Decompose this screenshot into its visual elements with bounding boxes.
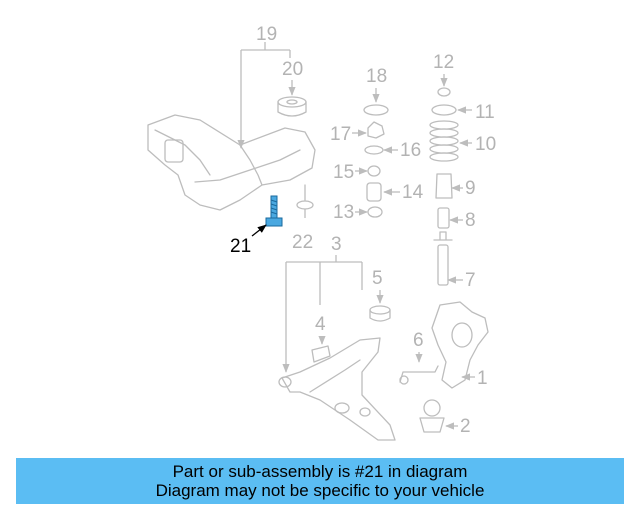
callout-11: 11 xyxy=(475,102,495,123)
callout-1: 1 xyxy=(477,368,488,389)
subframe-crossmember xyxy=(147,114,316,211)
parts-diagram: 19 20 22 21 18 17 16 15 14 xyxy=(147,24,496,441)
callout-22: 22 xyxy=(292,232,313,253)
callout-15: 15 xyxy=(333,162,354,183)
callout-17: 17 xyxy=(330,124,351,145)
part-21-bolt: 21 xyxy=(230,195,283,257)
callout-10: 10 xyxy=(475,134,496,155)
part-6-link: 6 xyxy=(399,330,439,385)
banner-line-disclaimer: Diagram may not be specific to your vehi… xyxy=(155,481,485,500)
part-5-bushing: 5 xyxy=(369,268,391,322)
callout-4: 4 xyxy=(315,314,326,335)
info-banner: Part or sub-assembly is #21 in diagram D… xyxy=(16,458,624,504)
part-2-ball-joint: 2 xyxy=(419,399,471,437)
mount-stack: 18 17 16 15 14 13 xyxy=(330,66,424,223)
callout-14: 14 xyxy=(402,182,424,203)
callout-5: 5 xyxy=(372,268,383,289)
callout-7: 7 xyxy=(465,270,476,291)
callout-3: 3 xyxy=(331,234,342,255)
callout-16: 16 xyxy=(400,140,421,161)
callout-18: 18 xyxy=(366,66,387,87)
callout-20: 20 xyxy=(282,59,303,80)
callout-8: 8 xyxy=(465,210,476,231)
callout-13: 13 xyxy=(333,202,354,223)
callout-21: 21 xyxy=(230,236,251,257)
lower-control-arm xyxy=(278,337,396,441)
strut-stack: 12 11 10 9 8 7 xyxy=(429,52,496,291)
callout-19-group: 19 xyxy=(237,24,291,149)
callout-6: 6 xyxy=(413,330,424,351)
callout-2: 2 xyxy=(460,416,471,437)
part-20-bushing: 20 xyxy=(277,59,307,117)
part-1-knuckle: 1 xyxy=(431,301,489,389)
callout-19: 19 xyxy=(256,24,277,45)
part-4-bushing: 4 xyxy=(311,314,331,363)
banner-line-part: Part or sub-assembly is #21 in diagram xyxy=(172,462,468,481)
part-22-stud: 22 xyxy=(292,184,314,253)
callout-9: 9 xyxy=(465,178,476,199)
callout-12: 12 xyxy=(433,52,454,73)
callout-3-group: 3 xyxy=(282,234,363,373)
